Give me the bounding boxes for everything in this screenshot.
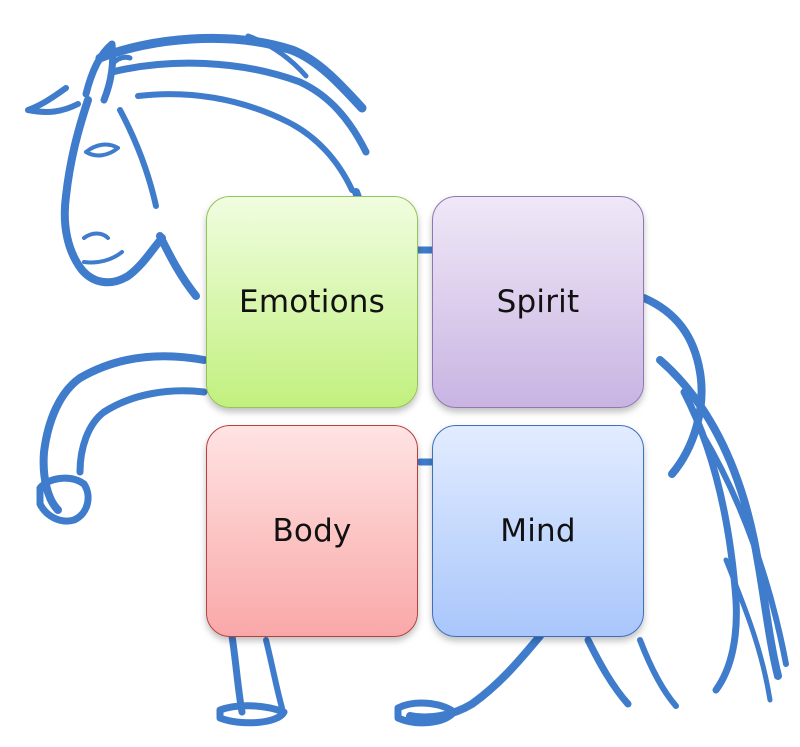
body-label: Body <box>272 513 352 549</box>
horse-face-line <box>117 107 159 209</box>
horse-hind-leg-inner <box>584 636 632 708</box>
horse-forelock <box>25 85 81 115</box>
horse-neck <box>156 232 200 300</box>
horse-ear <box>109 54 133 67</box>
horse-foreleg <box>228 632 246 716</box>
mind-label: Mind <box>500 513 576 549</box>
horse-mouth <box>82 250 124 265</box>
emotions-label: Emotions <box>239 284 385 320</box>
horse-ear <box>82 40 117 104</box>
horse-hoof-front <box>36 474 92 525</box>
horse-mane-strand <box>108 59 370 156</box>
spirit-label: Spirit <box>496 284 580 320</box>
horse-mane-strand <box>245 33 309 79</box>
horse-tail-strand <box>723 557 773 703</box>
horse-eye <box>84 142 120 158</box>
horse-tail-strand <box>697 427 789 667</box>
horse-hind-leg-2 <box>637 637 679 709</box>
horse-mane <box>95 33 367 113</box>
horse-foreleg-inner <box>263 637 285 711</box>
horse-back <box>640 294 706 478</box>
horse-hind-leg <box>406 632 544 722</box>
horse-hind-hoof <box>394 699 458 727</box>
emotions-box: Emotions <box>206 196 418 408</box>
spirit-box: Spirit <box>432 196 644 408</box>
horse-nostril <box>82 231 110 240</box>
horse-hoof <box>216 702 288 727</box>
mind-box: Mind <box>432 425 644 637</box>
horse-head <box>60 96 166 287</box>
horse-mane-strand <box>135 91 355 193</box>
horse-foreleg-raised-inner <box>76 387 208 476</box>
horse-foreleg-raised <box>39 352 208 514</box>
body-box: Body <box>206 425 418 637</box>
horse-tail <box>656 356 782 680</box>
